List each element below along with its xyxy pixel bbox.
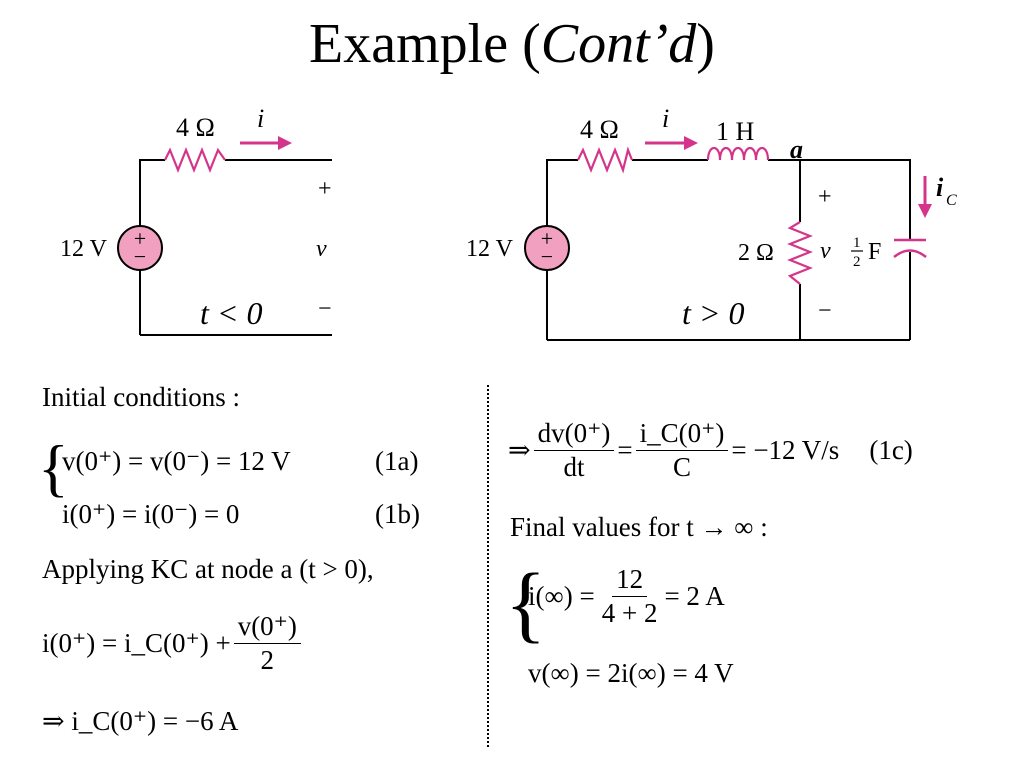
resistor-label-left: 4 Ω (176, 113, 215, 142)
deriv-fraction: dv(0⁺) dt (533, 420, 615, 482)
initial-conditions-label: Initial conditions : (42, 382, 240, 412)
circuit-left-diagram: + − 4 Ω i 12 V + v − t < 0 + − 4 Ω i 1 H… (60, 104, 957, 341)
ic-den: C (672, 452, 691, 482)
v-label-left: v (316, 236, 327, 262)
final-i-equation: i(∞) = 12 4 + 2 = 2 A (528, 566, 725, 627)
source-label-right: 12 V (466, 236, 514, 262)
svg-text:−: − (541, 244, 553, 269)
cap-label-den: 2 (853, 254, 861, 270)
column-divider (487, 385, 489, 747)
brace-left: { (38, 432, 69, 503)
eq-1a: v(0⁺) = v(0⁻) = 12 V (62, 446, 291, 476)
deriv-den: dt (563, 452, 585, 482)
cap-label-num: 1 (853, 235, 861, 251)
deriv-num: dv(0⁺) (533, 420, 615, 451)
tag-1b: (1b) (375, 499, 420, 529)
time-cond-right: t > 0 (682, 295, 744, 331)
final-values-label: Final values for t → ∞ : (510, 512, 768, 542)
minus-right: − (818, 298, 832, 324)
eq-1b: i(0⁺) = i(0⁻) = 0 (62, 499, 240, 529)
ic-result: ⇒ i_C(0⁺) = −6 A (42, 706, 239, 736)
minus-left: − (318, 296, 332, 322)
plus-right: + (818, 184, 832, 210)
current-arrow-icon (684, 136, 698, 150)
final-i-rhs: = 2 A (664, 581, 725, 611)
inductor-1h (706, 146, 770, 161)
final-v-equation: v(∞) = 2i(∞) = 4 V (528, 658, 734, 688)
resistor2-label: 2 Ω (738, 240, 774, 266)
derivative-equation: ⇒ dv(0⁺) dt = i_C(0⁺) C = −12 V/s (1c) (508, 418, 913, 482)
source-plus-left: + (134, 226, 146, 251)
plus-left: + (318, 176, 332, 202)
current-label-left: i (257, 104, 264, 133)
tag-1a: (1a) (375, 446, 419, 476)
ic-label: i (936, 173, 944, 202)
deriv-result: = −12 V/s (731, 435, 840, 465)
tag-1c: (1c) (869, 435, 913, 465)
brace-right: { (505, 555, 547, 651)
node-label: a (790, 135, 803, 164)
kcl-fraction: v(0⁺) 2 (233, 613, 301, 675)
resistor-4ohm-right (577, 146, 634, 174)
ic-arrow-icon (918, 204, 932, 218)
svg-text:−: − (134, 244, 146, 269)
current-label-right: i (662, 104, 669, 133)
final-i-lhs: i(∞) = (528, 581, 595, 611)
inductor-label: 1 H (716, 117, 755, 146)
ic-num: i_C(0⁺) (635, 420, 729, 451)
final-i-den: 4 + 2 (601, 598, 658, 628)
current-arrow-icon (278, 136, 292, 150)
resistor-4ohm-left (164, 147, 226, 173)
slide-title: Example (Cont’d) (309, 13, 715, 75)
applying-kcl-text: Applying KC at node a (t > 0), (42, 554, 374, 584)
source-label-left: 12 V (60, 236, 108, 262)
resistor-label-right: 4 Ω (580, 115, 619, 144)
voltage-source-right (524, 225, 570, 271)
svg-text:+: + (541, 226, 553, 251)
final-i-fraction: 12 4 + 2 (598, 566, 662, 627)
kcl-num: v(0⁺) (233, 613, 301, 644)
resistor-2ohm (787, 221, 813, 285)
v-label-right: v (820, 238, 831, 264)
final-i-num: 12 (612, 566, 648, 597)
kcl-lhs: i(0⁺) = i_C(0⁺) + (42, 628, 231, 658)
voltage-source-left (117, 225, 163, 271)
kcl-den: 2 (260, 645, 275, 675)
capacitor-plate-bottom (893, 249, 927, 258)
ic-sub: C (946, 192, 957, 209)
kcl-equation: i(0⁺) = i_C(0⁺) + v(0⁺) 2 (42, 613, 304, 674)
time-cond-left: t < 0 (200, 295, 262, 331)
ic-over-c-fraction: i_C(0⁺) C (635, 420, 729, 482)
cap-label-unit: F (868, 239, 881, 265)
